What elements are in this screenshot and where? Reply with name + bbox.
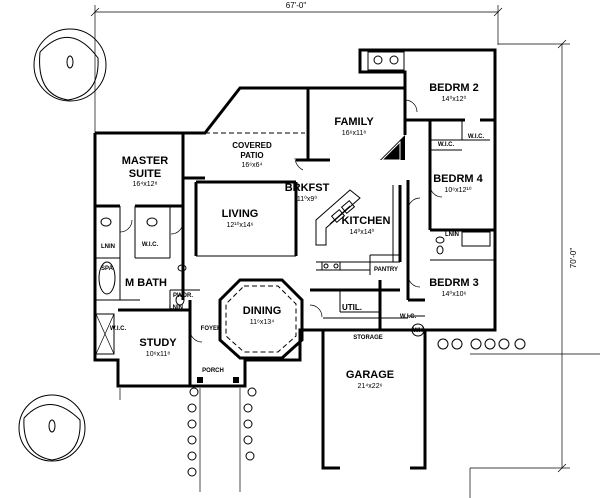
room-family: FAMILY 16⁶x11⁸	[334, 116, 374, 137]
room-bedrm3-name: BEDRM 3	[429, 277, 479, 289]
room-util-name: UTIL.	[342, 303, 362, 312]
room-brkfst: BRKFST 11⁰x9⁰	[285, 182, 330, 203]
tree-bottom-left	[18, 394, 86, 462]
shrubs-right	[437, 338, 526, 350]
room-study-name: STUDY	[139, 337, 177, 349]
room-master-suite-name-line2: SUITE	[129, 168, 161, 180]
room-covered-patio-name-line2: PATIO	[240, 151, 263, 160]
room-porch-name: PORCH	[202, 368, 224, 374]
room-master-suite: MASTER SUITE 16⁴x12⁸	[122, 155, 169, 188]
tree-top-left	[33, 28, 107, 102]
room-living-size: 12¹⁰x14⁶	[226, 221, 253, 229]
dining-octagon	[218, 278, 304, 360]
driveway	[469, 353, 600, 498]
lnin-3-label: LNIN	[445, 232, 459, 238]
room-family-name: FAMILY	[334, 116, 374, 128]
bath-fixtures	[95, 51, 491, 355]
width-dimension-label: 67'-0"	[286, 1, 307, 10]
room-foyer-name: FOYER	[201, 326, 222, 332]
room-kitchen-name: KITCHEN	[342, 215, 391, 227]
room-bedrm3: BEDRM 3 14⁰x10⁶	[429, 277, 479, 298]
porch-columns	[197, 377, 239, 383]
depth-dimension: 70'-0"	[470, 39, 578, 473]
door-swings	[119, 99, 443, 343]
wic-bed4-label: W.I.C.	[438, 142, 455, 148]
wic-closet-label: W.I.C.	[110, 326, 127, 332]
room-living-name: LIVING	[222, 208, 259, 220]
room-bedrm4: BEDRM 4 10⁶x12¹⁰	[433, 173, 483, 194]
room-bedrm3-size: 14⁰x10⁶	[442, 290, 467, 298]
room-brkfst-name: BRKFST	[285, 182, 330, 194]
room-garage-size: 21⁴x22⁶	[358, 383, 383, 390]
depth-dimension-label: 70'-0"	[569, 248, 578, 269]
room-dining-name: DINING	[243, 305, 282, 317]
walkway	[119, 388, 241, 492]
exterior-walls	[93, 48, 497, 470]
shrubs-walkway	[187, 387, 257, 477]
room-master-suite-size: 16⁴x12⁸	[132, 181, 157, 188]
room-dining: DINING 11⁶x13⁴	[243, 305, 282, 326]
wic-master-label: W.I.C.	[142, 242, 159, 248]
interior-walls	[95, 88, 495, 386]
room-family-size: 16⁶x11⁸	[342, 130, 366, 137]
room-bedrm4-name: BEDRM 4	[433, 173, 483, 185]
room-garage: GARAGE 21⁴x22⁶	[346, 369, 394, 390]
wic-bed3-label: W.I.C.	[400, 314, 417, 320]
room-storage-name: STORAGE	[353, 335, 383, 341]
room-bedrm4-size: 10⁶x12¹⁰	[444, 186, 471, 194]
lnin-2-label: LNIN	[169, 305, 183, 311]
room-covered-patio: COVERED PATIO 16⁶x6⁴	[232, 141, 272, 169]
room-study: STUDY 10⁶x11⁸	[139, 337, 177, 358]
room-pantry-name: PANTRY	[374, 267, 398, 273]
room-study-size: 10⁶x11⁸	[146, 351, 170, 358]
room-kitchen-size: 14⁰x14⁰	[350, 228, 375, 236]
room-bedrm2: BEDRM 2 14⁰x12⁰	[429, 82, 479, 103]
lnin-1-label: LNIN	[101, 244, 115, 250]
room-m-bath: M BATH	[125, 277, 167, 289]
room-bedrm2-name: BEDRM 2	[429, 82, 479, 94]
room-brkfst-size: 11⁰x9⁰	[297, 195, 317, 203]
room-garage-name: GARAGE	[346, 369, 394, 381]
room-living: LIVING 12¹⁰x14⁶	[222, 208, 259, 229]
water-heater-label: WH	[413, 328, 423, 334]
room-covered-patio-size: 16⁶x6⁴	[241, 162, 262, 169]
spa-label: SPA	[101, 266, 114, 272]
room-bedrm2-size: 14⁰x12⁰	[442, 95, 467, 103]
wic-bed2-label: W.I.C.	[468, 134, 485, 140]
room-m-bath-name: M BATH	[125, 277, 167, 289]
room-pwdr-name: PWDR.	[173, 293, 193, 299]
room-kitchen: KITCHEN 14⁰x14⁰	[342, 215, 391, 236]
room-covered-patio-name-line1: COVERED	[232, 141, 272, 150]
room-dining-size: 11⁶x13⁴	[250, 319, 274, 326]
room-master-suite-name-line1: MASTER	[122, 155, 169, 167]
